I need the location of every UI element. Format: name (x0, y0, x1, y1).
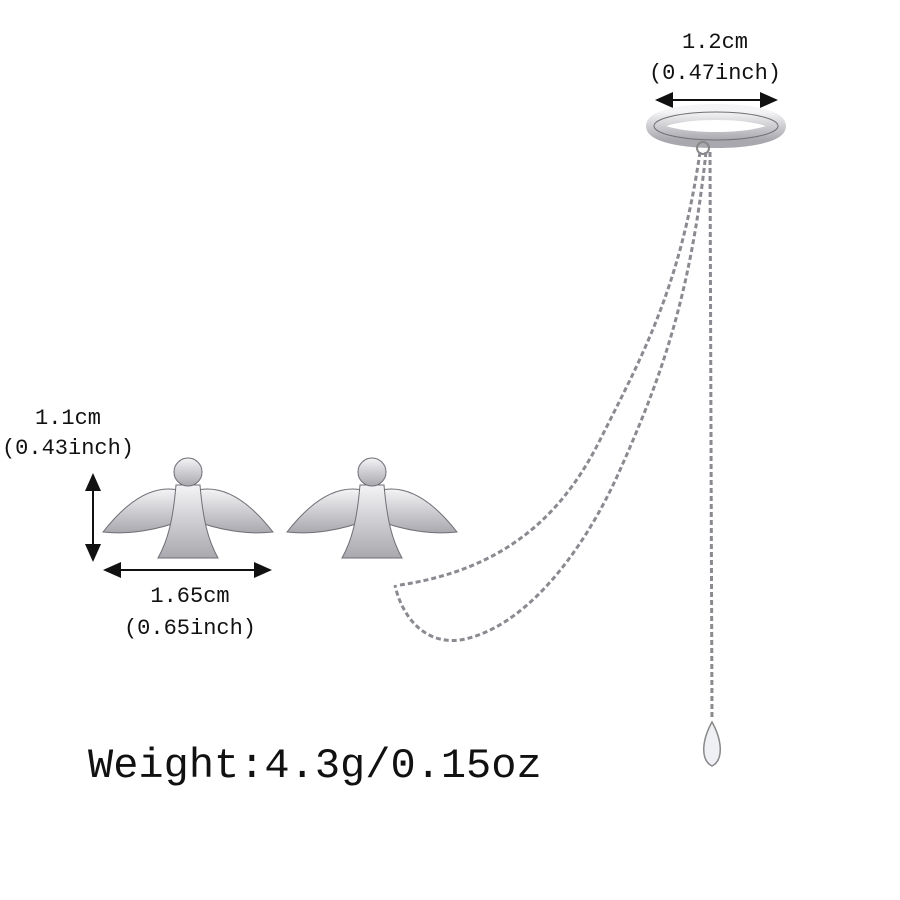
crystal-drop-icon (703, 720, 721, 767)
bird-stud-right (286, 457, 458, 559)
bird-stud-left (102, 457, 274, 559)
height-cm: 1.1cm (34, 406, 102, 431)
weight-label: Weight:4.3g/0.15oz (88, 742, 542, 790)
width-cm: 1.65cm (150, 584, 230, 609)
width-inch: (0.65inch) (123, 616, 257, 641)
chains (393, 151, 714, 721)
height-inch: (0.43inch) (1, 436, 135, 461)
cuff-width-inch: (0.47inch) (648, 61, 782, 86)
ear-cuff (646, 104, 786, 155)
cuff-width-cm: 1.2cm (681, 30, 749, 55)
